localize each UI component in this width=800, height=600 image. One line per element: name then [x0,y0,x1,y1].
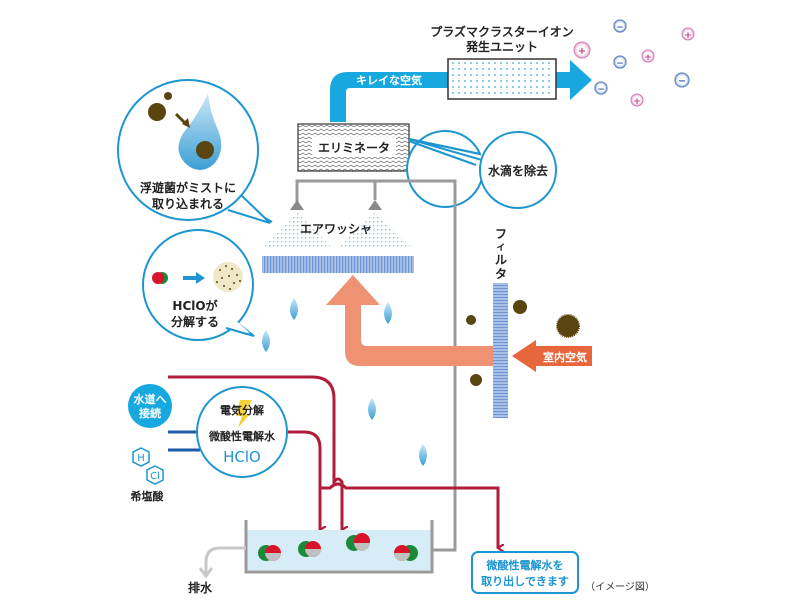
hclo-bubble-line2: 分解する [171,314,219,329]
svg-text:−: − [616,23,624,33]
svg-text:タ: タ [495,267,507,281]
hcl-molecule-icon [132,447,164,485]
extract-line2: 取り出しできます [481,574,569,588]
extract-box [471,551,579,594]
mist-bubble: 浮遊菌がミストに 取り込まれる [117,79,273,224]
extract-line1: 微酸性電解水を [486,558,564,572]
plus-ion: + [641,49,655,63]
electrolysis-line2: 微酸性電解水 [208,429,276,443]
drain-pipe [204,546,246,574]
water-supply-line2: 接続 [139,406,161,420]
svg-text:+: + [684,31,692,41]
room-air-arrow [512,340,592,372]
water-supply-line1: 水道へ [134,392,167,406]
hclo-molecules [258,533,418,561]
clean-air-label: キレイな空気 [356,73,422,87]
eliminator-label: エリミネータ [318,141,390,155]
spray-right [338,212,412,248]
mist-bubble-line2: 取り込まれる [152,196,224,211]
filter-label: フ ィ ル タ [495,227,507,281]
svg-text:−: − [597,85,605,95]
svg-text:+: + [644,53,652,63]
electrolysis-line3: HClO [223,448,261,466]
mist-bubble-line1: 浮遊菌がミストに [140,180,236,195]
air-washer-label: エアワッシャ [300,222,372,236]
hclo-bubble-line1: HClOが [172,298,217,313]
dust-particles [466,300,580,386]
hcl-atom-h: H [137,453,145,464]
room-air-label: 室内空気 [543,350,587,364]
plus-ion: + [573,41,591,59]
water-droplets [262,298,427,466]
filter [493,283,508,418]
svg-text:+: + [633,97,641,107]
hclo-bubble: HClOが 分解する [142,229,255,341]
unit-title-line2: 発生ユニット [465,39,538,54]
nozzle-left [290,200,304,210]
nozzle-right [368,200,382,210]
image-note: （イメージ図） [585,581,655,593]
minus-ion: − [594,81,608,95]
plus-ion: + [630,93,644,107]
minus-ion: − [613,19,627,33]
ions: + − − + + − − + [573,19,695,107]
tank [244,520,434,574]
electrolysis-unit: 電気分解 微酸性電解水 HClO [196,386,288,478]
water-drop-bubble [406,129,485,208]
air-washer-band [262,256,414,273]
svg-text:ィ: ィ [496,242,506,253]
svg-text:ル: ル [495,253,507,267]
svg-text:フ: フ [495,227,507,241]
electrolysis-line1: 電気分解 [220,403,264,417]
hcl-atom-cl: Cl [150,471,160,482]
minus-ion: − [613,55,627,69]
drain-label: 排水 [188,580,213,595]
water-supply-badge [128,384,172,428]
red-pipes [168,375,498,548]
spray-left [262,212,332,248]
svg-text:−: − [678,76,686,87]
input-lines [168,430,200,452]
water-drop-bubble-text: 水滴を除去 [488,163,548,178]
svg-text:+: + [578,46,586,57]
unit-title-line1: プラズマクラスターイオン [430,24,574,39]
room-air-up-arrow [326,275,498,366]
hcl-label: 希塩酸 [130,489,165,503]
grey-pipes [295,179,457,552]
minus-ion: − [674,72,690,88]
svg-text:−: − [616,59,624,69]
drain-arrow-icon [198,567,214,579]
plus-ion: + [681,27,695,41]
